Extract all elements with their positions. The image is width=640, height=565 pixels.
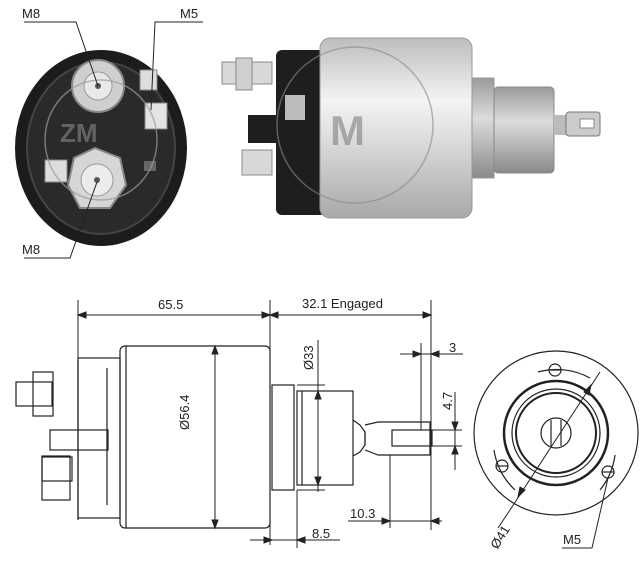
end-view-photo: ZM — [15, 50, 187, 246]
end-view-leaders — [24, 21, 203, 259]
side-view-dimensions — [76, 300, 463, 548]
dim-body-diameter: Ø56.4 — [177, 394, 192, 430]
side-view-photo: M — [221, 37, 601, 219]
end-view-drawing — [473, 350, 639, 516]
label-terminal-m5: M5 — [180, 6, 199, 21]
dim-eye-width: 4.7 — [440, 391, 455, 410]
end-view-dimensions — [497, 371, 609, 549]
dim-flange-thickness: 8.5 — [312, 526, 331, 541]
label-terminal-m8-bottom: M8 — [22, 242, 41, 257]
label-terminal-m8-top: M8 — [22, 6, 41, 21]
dim-eye-length: 10.3 — [350, 506, 376, 521]
dim-body-length: 65.5 — [158, 297, 184, 312]
dim-engaged-stroke: 32.1 Engaged — [302, 296, 383, 311]
dim-mounting-thread: M5 — [563, 532, 582, 547]
side-view-drawing — [15, 345, 433, 529]
svg-text:M: M — [330, 107, 365, 154]
dim-nose-diameter: Ø33 — [301, 345, 316, 370]
svg-text:ZM: ZM — [60, 118, 98, 148]
dim-eye-offset: 3 — [449, 340, 457, 355]
